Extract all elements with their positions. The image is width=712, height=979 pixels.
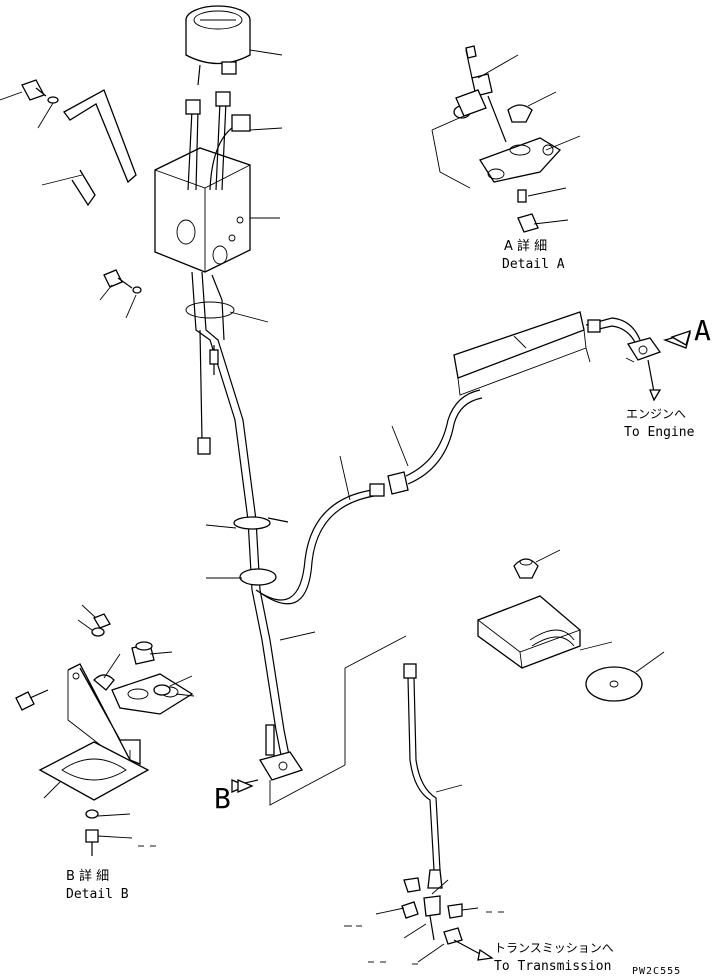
to-transmission-jp: トランスミッションへ (494, 941, 614, 955)
junction-box (154, 91, 283, 273)
hour-meter (185, 5, 283, 86)
drawing-code: PW2C555 (632, 966, 681, 977)
detail-a: A 詳 細 Detail A (431, 45, 581, 272)
detail-b-title-en: Detail B (66, 887, 129, 902)
switch-b (231, 724, 346, 806)
arrow-b-label: B (214, 782, 231, 815)
to-transmission-en: To Transmission (494, 959, 611, 974)
detail-a-title-jp: A 詳 細 (504, 238, 547, 254)
arrow-a-label: A (694, 314, 711, 347)
bracket-upper (0, 79, 137, 207)
to-engine-jp: エンジンへ (626, 407, 686, 421)
engine-cable (255, 311, 691, 605)
main-harness (185, 271, 316, 761)
bolt-mid-left (99, 269, 142, 319)
detail-a-title-en: Detail A (502, 257, 565, 272)
to-engine-en: To Engine (624, 425, 695, 440)
controller-unit (477, 549, 665, 702)
detail-b-title-jp: B 詳 細 (66, 868, 109, 884)
transmission-cable (344, 635, 504, 965)
detail-b: B 詳 細 Detail B (15, 604, 195, 902)
